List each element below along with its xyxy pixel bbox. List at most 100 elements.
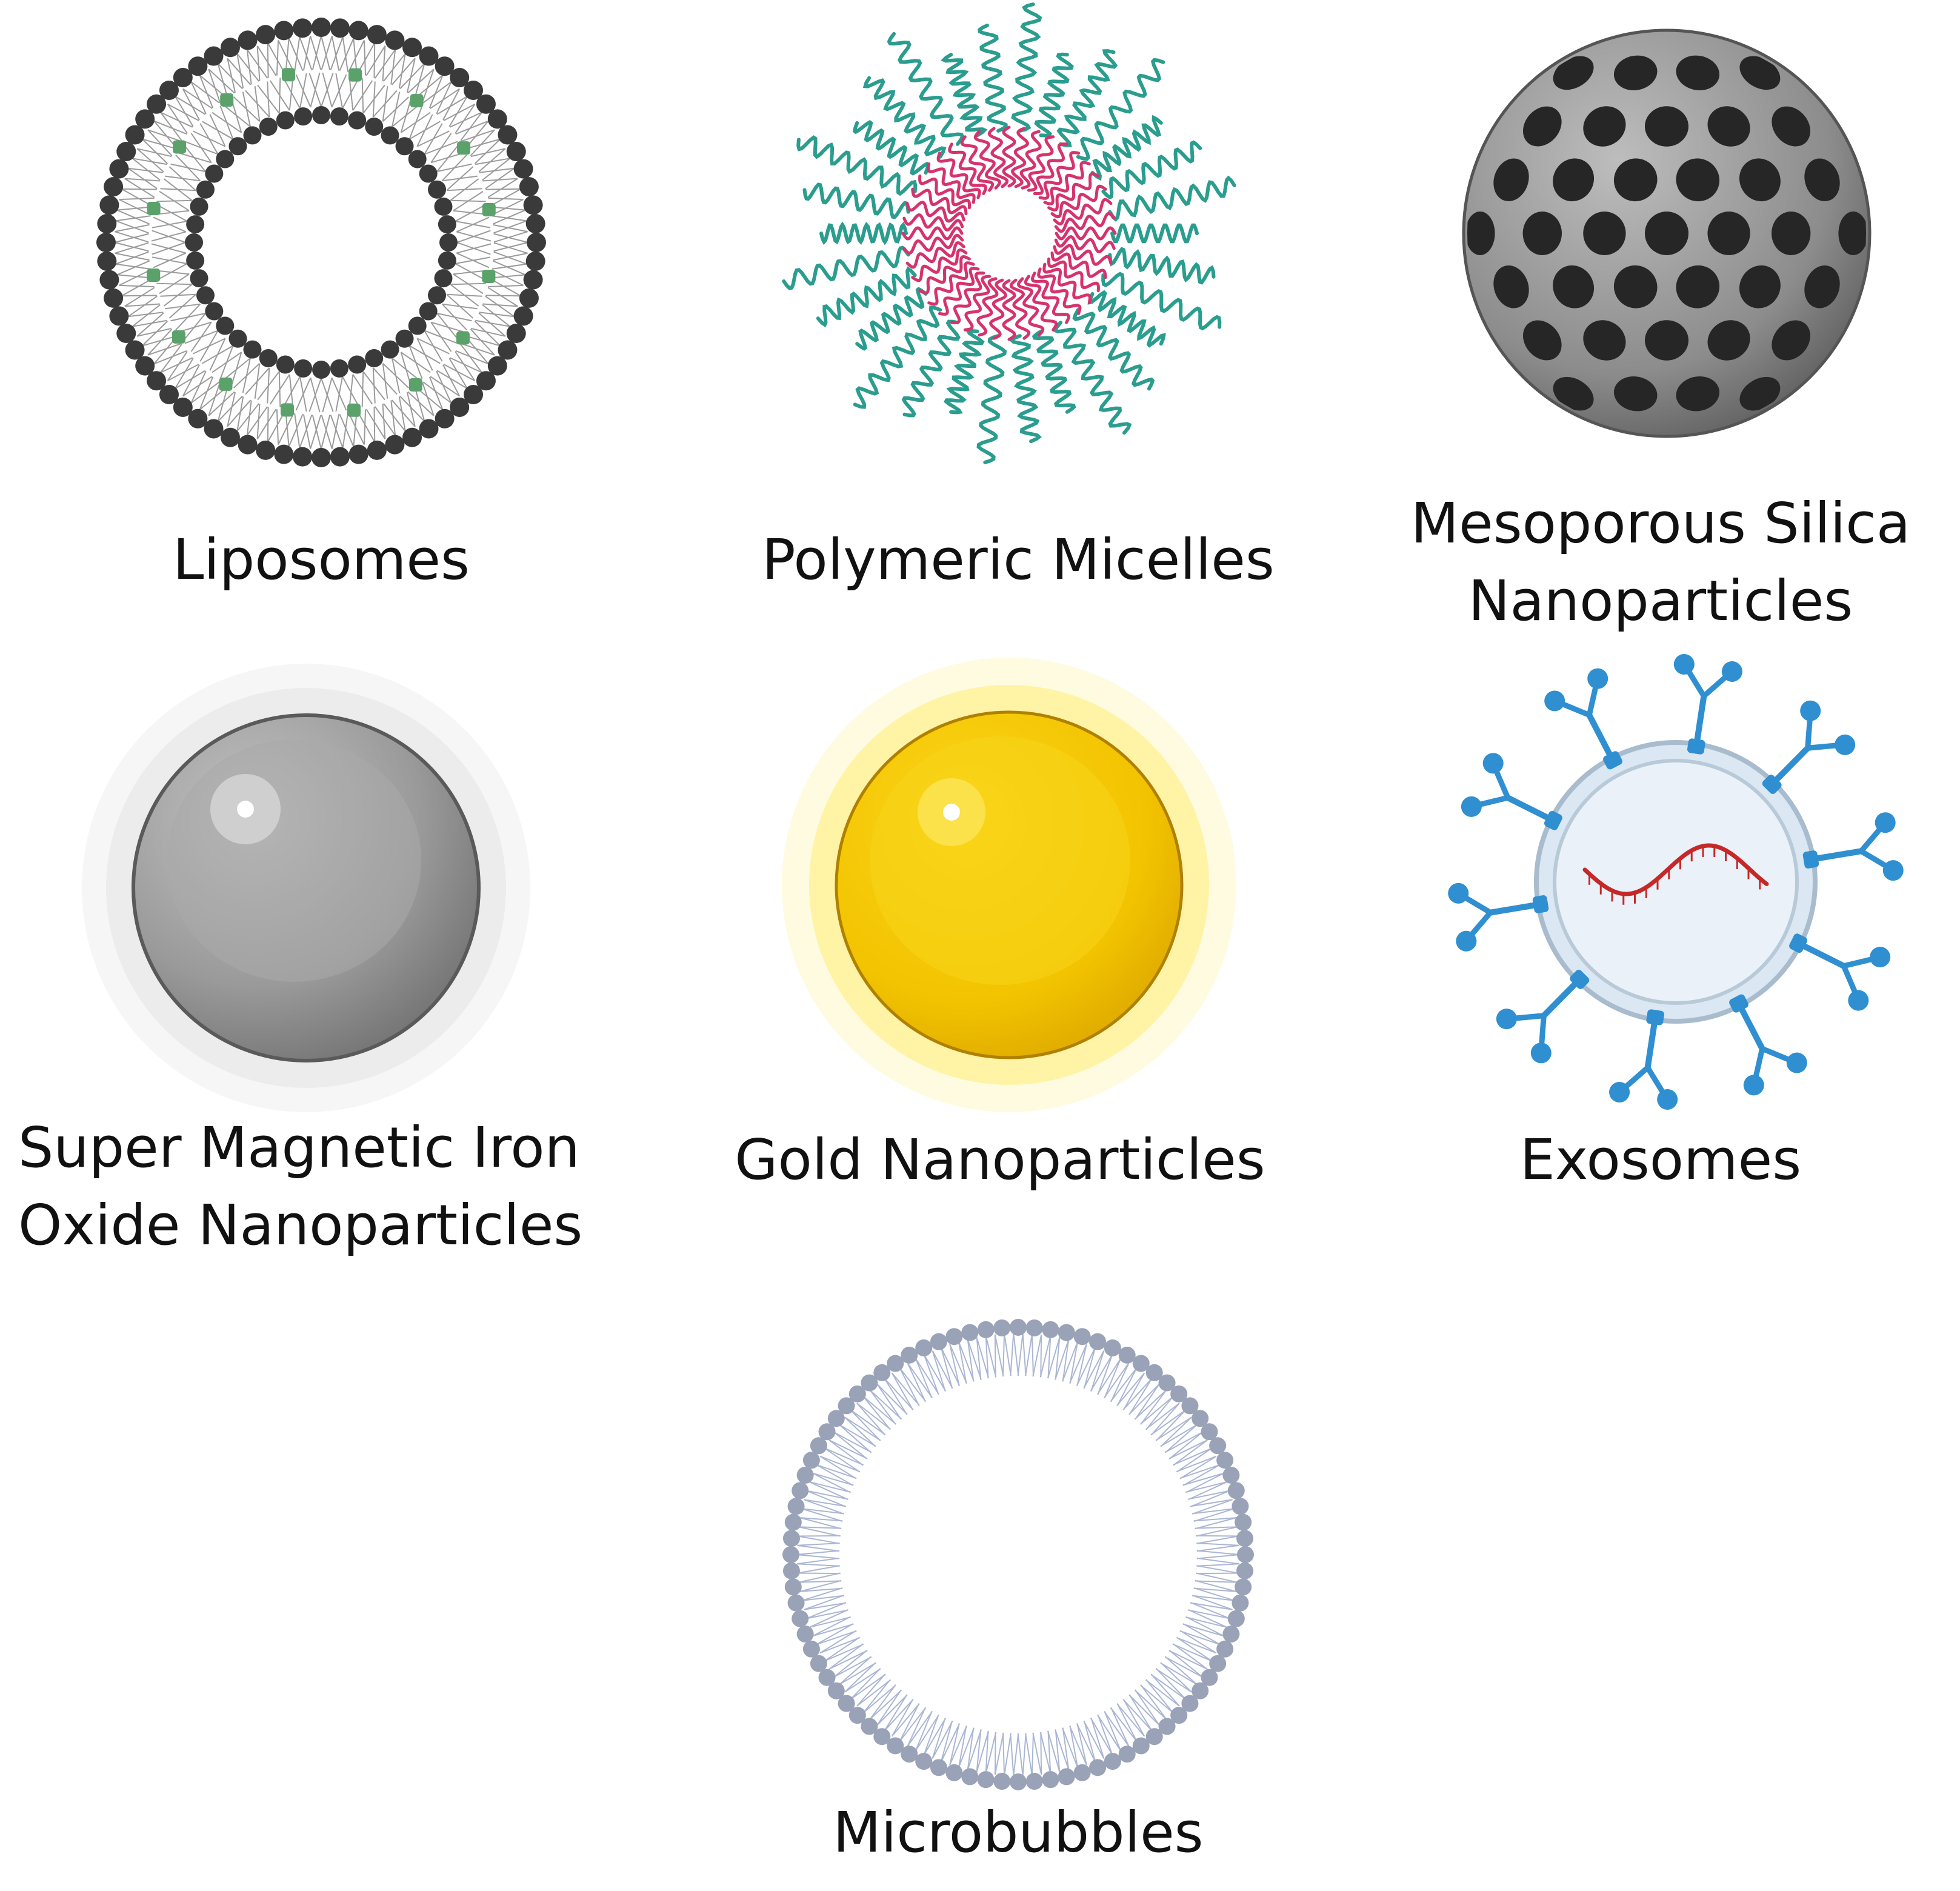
bubble-lipid-tail <box>1104 1362 1130 1402</box>
protein-head <box>1882 860 1904 881</box>
lipid-tail <box>382 53 406 88</box>
hydrophobic-chain <box>1047 172 1100 212</box>
bubble-lipid-head <box>810 1655 827 1672</box>
lipid-tail <box>151 216 187 242</box>
iron-inner-shade <box>167 739 421 982</box>
bubble-lipid-tail <box>1176 1630 1217 1654</box>
bubble-lipid-tail <box>891 1698 920 1737</box>
silica-pores <box>1467 55 1866 412</box>
bubble-lipid-tail <box>833 1650 872 1678</box>
bubble-lipid-head <box>838 1397 855 1415</box>
lipid-tail <box>475 304 511 327</box>
micelle-core-chains <box>901 125 1117 341</box>
cargo-molecule <box>482 202 496 216</box>
hydrophobic-chain <box>905 241 965 269</box>
hydrophobic-chain <box>987 127 1009 188</box>
lipid-tail <box>308 73 334 107</box>
outer-lipid-head <box>147 371 167 391</box>
lipid-tail <box>456 230 491 255</box>
bubble-lipid-head <box>1170 1385 1188 1402</box>
bubble-lipid-tail <box>801 1587 844 1601</box>
bubble-lipid-tail <box>1150 1668 1187 1700</box>
outer-lipid-head <box>498 340 518 360</box>
bubble-lipid-head <box>1058 1768 1075 1786</box>
lipid-tail <box>246 400 268 436</box>
outer-lipid-head <box>256 440 276 460</box>
pore <box>1645 212 1688 255</box>
bubble-lipid-tail <box>1116 1372 1145 1411</box>
outer-lipid-head <box>523 270 543 290</box>
bubble-lipid-tail <box>798 1535 841 1544</box>
outer-lipid-head <box>385 30 405 50</box>
hydrophobic-chain <box>989 278 1007 340</box>
bubble-lipid-tail <box>1160 1424 1198 1453</box>
rna-strand <box>1582 843 1769 896</box>
hydrophilic-chain <box>1087 290 1166 348</box>
lipid-tail <box>217 62 243 98</box>
surface-protein <box>1496 970 1590 1064</box>
bubble-lipid-tail <box>932 1718 953 1759</box>
bubble-lipid-tail <box>958 1341 975 1384</box>
bubble-lipid-head <box>1132 1737 1150 1755</box>
bubble-lipid-tail <box>1055 1339 1070 1382</box>
bubble-lipid-tail <box>812 1472 854 1493</box>
protein-stem <box>1692 693 1707 753</box>
gold-label: Gold Nanoparticles <box>679 1121 1321 1199</box>
bubble-lipid-tail <box>1122 1694 1153 1732</box>
bubble-lipid-head <box>1209 1437 1227 1455</box>
protein-head <box>1743 1075 1764 1096</box>
mesoporous-silica-label: Mesoporous Silica Nanoparticles <box>1370 485 1952 640</box>
lipid-tail <box>339 38 358 74</box>
hydrophilic-chain <box>941 53 988 138</box>
bubble-lipid-head <box>827 1410 845 1427</box>
lipid-tail <box>357 42 376 78</box>
outer-lipid-head <box>348 444 368 464</box>
hydrophilic-chain <box>1101 272 1222 331</box>
bubble-lipid-tail <box>797 1557 840 1567</box>
lipid-tail <box>136 312 172 337</box>
hydrophilic-chain <box>976 334 1007 464</box>
lipid-tail <box>321 414 340 449</box>
protein-stem <box>1734 997 1765 1052</box>
bubble-lipid-head <box>1216 1640 1234 1658</box>
surface-protein <box>1802 812 1904 881</box>
outer-lipid-head <box>367 440 387 460</box>
lipid-tail <box>456 243 492 268</box>
outer-lipid-head <box>116 141 136 161</box>
bubble-lipid-tail <box>824 1447 864 1473</box>
hydrophobic-chain <box>1033 142 1068 195</box>
outer-lipid-head <box>173 397 193 417</box>
outer-lipid-head <box>450 68 470 88</box>
bubble-lipid-tail <box>804 1499 847 1515</box>
inner-lipid-head <box>438 251 456 270</box>
lipid-tail <box>449 344 482 373</box>
inner-lipid-head <box>365 117 384 136</box>
bubble-lipid-head <box>792 1610 809 1627</box>
pore <box>1553 265 1595 308</box>
protein-stem <box>1766 745 1811 790</box>
outer-lipid-head <box>498 125 518 145</box>
hydrophobic-chain <box>1037 267 1082 315</box>
pore <box>1739 56 1781 90</box>
lipid-tail <box>466 321 501 347</box>
inner-lipid-head <box>243 126 262 145</box>
lipid-tail <box>132 304 167 327</box>
outer-lipid-head <box>293 18 313 38</box>
pore <box>1707 106 1750 147</box>
pore <box>1493 265 1529 308</box>
outer-lipid-head <box>519 288 539 308</box>
cargo-molecule <box>172 330 185 344</box>
pore <box>1467 212 1495 255</box>
bubble-lipid-head <box>1216 1452 1234 1469</box>
lipid-tail <box>374 49 396 85</box>
inner-lipid-head <box>330 359 348 378</box>
surface-protein <box>1789 933 1891 1011</box>
lipid-tail <box>330 36 348 72</box>
lipid-tail <box>399 62 425 98</box>
bubble-lipid-head <box>796 1626 814 1643</box>
outer-lipid-head <box>125 125 145 145</box>
pore <box>1707 320 1750 361</box>
lipid-tail <box>330 413 348 449</box>
hydrophilic-chain <box>816 266 917 328</box>
lipid-tail <box>119 197 155 216</box>
